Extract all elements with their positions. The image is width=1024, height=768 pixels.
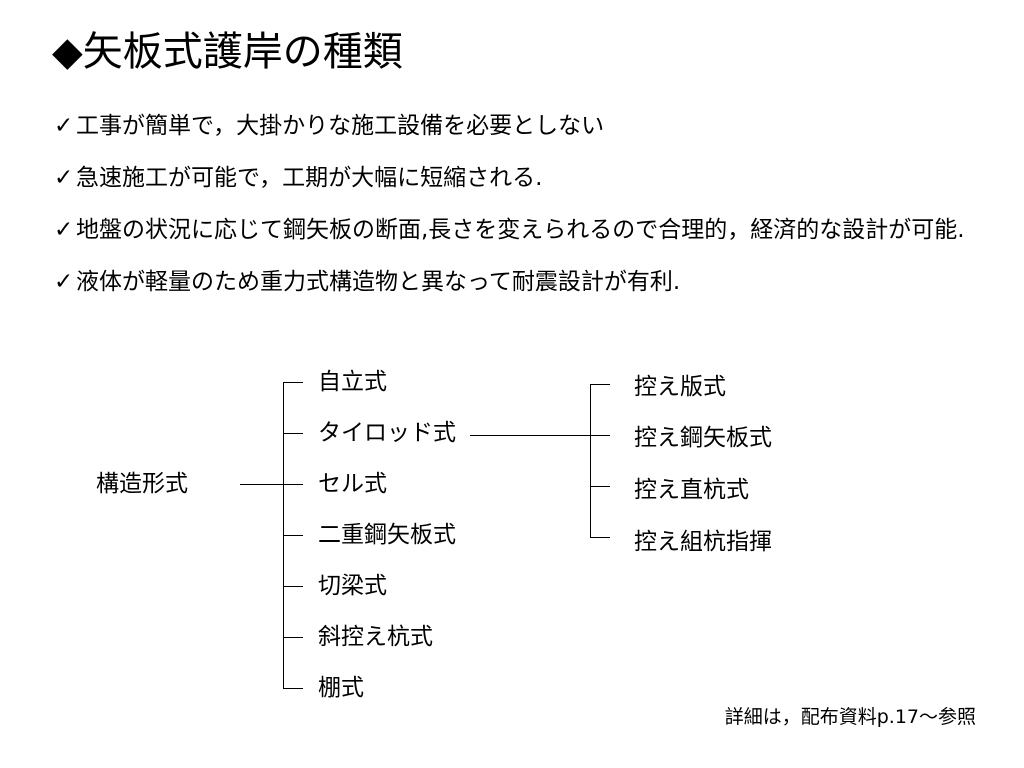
type-label: 切梁式 <box>318 573 387 599</box>
type-label: 斜控え杭式 <box>318 624 433 650</box>
checkmark-icon: ✓ <box>54 113 74 139</box>
bullet-item: ✓ 液体が軽量のため重力式構造物と異なって耐震設計が有利. <box>54 266 974 298</box>
type-label: タイロッド式 <box>318 420 456 446</box>
anchors-bracket-line <box>590 384 591 538</box>
type-branch-line <box>283 535 303 536</box>
slide-title: ◆矢板式護岸の種類 <box>52 29 403 75</box>
anchor-connector-line <box>470 435 590 436</box>
checkmark-icon: ✓ <box>54 269 74 295</box>
anchor-branch-line <box>590 435 610 436</box>
type-label: 二重鋼矢板式 <box>318 522 456 548</box>
checkmark-icon: ✓ <box>54 217 74 243</box>
tree-root-label: 構造形式 <box>96 471 188 497</box>
bullet-list: ✓ 工事が簡単で，大掛かりな施工設備を必要としない ✓ 急速施工が可能で，工期が… <box>54 110 974 318</box>
anchor-branch-line <box>590 384 610 385</box>
anchor-label: 控え直杭式 <box>634 477 749 503</box>
type-branch-line <box>283 382 303 383</box>
bullet-text: 液体が軽量のため重力式構造物と異なって耐震設計が有利. <box>76 269 681 295</box>
bullet-item: ✓ 工事が簡単で，大掛かりな施工設備を必要としない <box>54 110 974 142</box>
bullet-text: 工事が簡単で，大掛かりな施工設備を必要としない <box>76 113 605 139</box>
checkmark-icon: ✓ <box>54 165 74 191</box>
type-label: セル式 <box>318 471 387 497</box>
type-branch-line <box>283 433 303 434</box>
type-branch-line <box>283 586 303 587</box>
type-label: 棚式 <box>318 675 364 701</box>
type-branch-line <box>283 688 303 689</box>
bullet-text: 地盤の状況に応じて鋼矢板の断面,長さを変えられるので合理的，経済的な設計が可能. <box>76 217 965 243</box>
anchor-label: 控え鋼矢板式 <box>634 425 772 451</box>
anchor-branch-line <box>590 486 610 487</box>
anchor-label: 控え版式 <box>634 374 726 400</box>
footnote: 詳細は，配布資料p.17〜参照 <box>724 706 976 728</box>
root-connector-line <box>240 484 283 485</box>
bullet-item: ✓ 急速施工が可能で，工期が大幅に短縮される. <box>54 162 974 194</box>
bullet-item: ✓ 地盤の状況に応じて鋼矢板の断面,長さを変えられるので合理的，経済的な設計が可… <box>54 214 974 246</box>
bullet-text: 急速施工が可能で，工期が大幅に短縮される. <box>76 165 543 191</box>
anchor-branch-line <box>590 537 610 538</box>
type-branch-line <box>283 637 303 638</box>
type-label: 自立式 <box>318 369 387 395</box>
type-branch-line <box>283 484 303 485</box>
anchor-label: 控え組杭指揮 <box>634 529 772 555</box>
